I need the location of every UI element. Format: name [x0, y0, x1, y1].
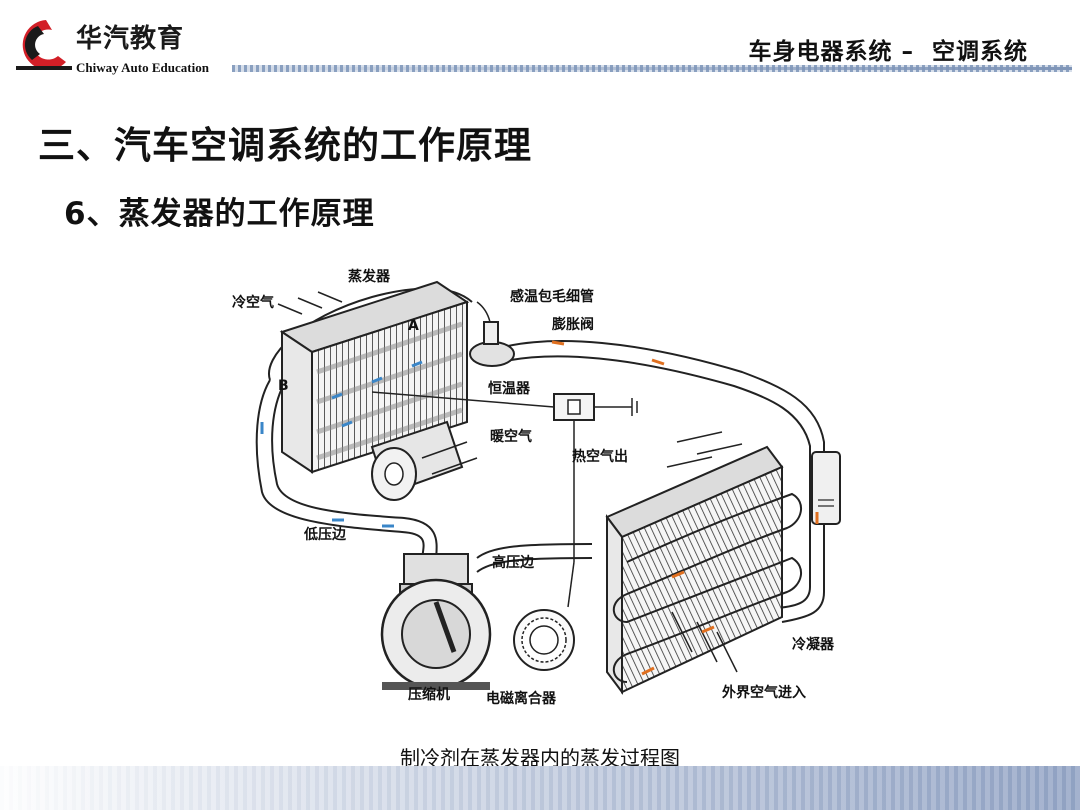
air-flow-arrows	[277, 291, 743, 673]
refrigerant-flow-markers	[260, 340, 819, 676]
label-cold-air: 冷空气	[232, 295, 274, 311]
chiway-logo-icon	[16, 20, 72, 70]
label-outside-air: 外界空气进入	[722, 685, 806, 701]
label-clutch: 电磁离合器	[486, 691, 556, 707]
brand-name-cn: 华汽教育	[76, 24, 185, 54]
receiver-drier	[811, 451, 841, 525]
brand-logo: 华汽教育 Chiway Auto Education	[10, 14, 240, 76]
thermostat	[371, 391, 638, 608]
slide-title: 三、汽车空调系统的工作原理	[38, 124, 532, 167]
capillary-tube	[476, 301, 491, 323]
label-evaporator: 蒸发器	[348, 269, 390, 285]
condenser-core	[605, 445, 802, 695]
label-point-b: B	[278, 378, 289, 394]
compressor	[380, 553, 492, 690]
diagram-drawing	[255, 280, 841, 695]
label-warm-air: 暖空气	[490, 429, 532, 445]
brand-name-en: Chiway Auto Education	[76, 60, 209, 75]
label-thermostat: 恒温器	[488, 381, 530, 397]
section-caption: 车身电器系统 – 空调系统	[748, 39, 1028, 65]
evaporator-diagram: 蒸发器 冷空气 感温包毛细管 膨胀阀 A B 恒温器 暖空气 热空气出 低压边 …	[222, 262, 862, 710]
label-condenser: 冷凝器	[792, 637, 834, 653]
slide-subtitle: 6、蒸发器的工作原理	[64, 196, 375, 232]
label-low-side: 低压边	[304, 527, 346, 543]
blower-motor	[370, 420, 464, 501]
label-capillary: 感温包毛细管	[510, 289, 594, 305]
label-high-side: 高压边	[492, 555, 534, 571]
label-expansion-valve: 膨胀阀	[552, 317, 594, 333]
footer-band-accent	[0, 766, 1080, 810]
label-hot-air-out: 热空气出	[572, 449, 628, 465]
label-point-a: A	[408, 318, 419, 334]
label-compressor: 压缩机	[408, 687, 450, 703]
expansion-valve	[469, 321, 515, 367]
header-divider-accent	[232, 67, 1072, 70]
slide-header: 华汽教育 Chiway Auto Education 车身电器系统 – 空调系统	[0, 0, 1080, 80]
magnetic-clutch	[513, 609, 575, 671]
